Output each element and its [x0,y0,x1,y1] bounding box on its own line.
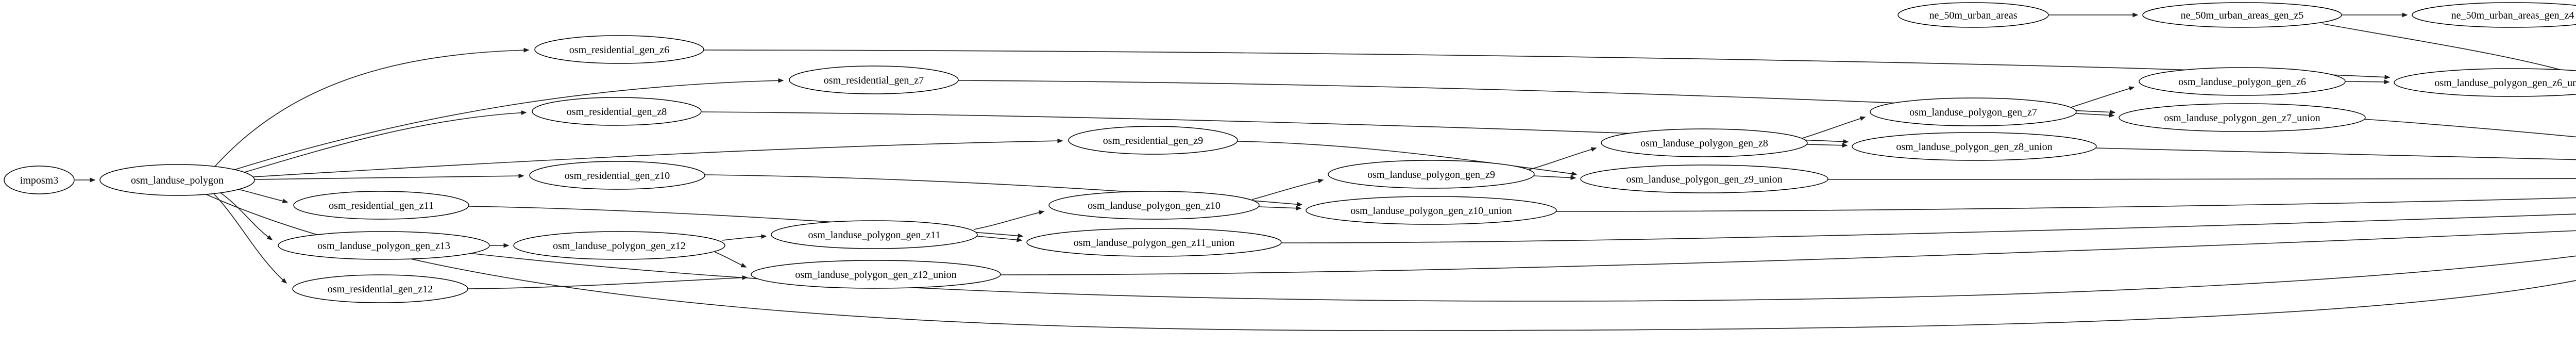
node-ne-50m-urban-areas-gen-z5: ne_50m_urban_areas_gen_z5 [2142,2,2342,28]
edge-landuse-g13 [220,192,273,240]
edge-res9-u9 [1237,141,1578,176]
edge-g7-g6 [2071,86,2135,108]
edge-u9-z9 [1826,178,2576,180]
edge-g8-u8 [1806,143,1848,148]
nodes-layer: imposm3 osm_landuse_polygon osm_resident… [4,2,2576,303]
node-label: osm_landuse_polygon_gen_z6_union [2434,77,2576,89]
node-ne-50m-urban-areas-gen-z4: ne_50m_urban_areas_gen_z4 [2412,2,2576,28]
node-osm-landuse-polygon-gen-z9: osm_landuse_polygon_gen_z9 [1328,160,1535,189]
node-osm-residential-gen-z8: osm_residential_gen_z8 [532,97,702,126]
edge-g9-u9 [1533,175,1577,180]
node-label: osm_landuse_polygon_gen_z13 [317,240,450,252]
node-osm-landuse-polygon-gen-z10: osm_landuse_polygon_gen_z10 [1048,191,1260,220]
edge-res12-u12 [467,275,748,289]
node-osm-landuse-polygon-gen-z11: osm_landuse_polygon_gen_z11 [771,220,978,249]
node-osm-landuse-polygon: osm_landuse_polygon [99,164,255,196]
node-osm-residential-gen-z6: osm_residential_gen_z6 [534,35,704,64]
node-label: osm_landuse_polygon [131,175,224,186]
node-label: osm_residential_gen_z10 [565,170,670,182]
edge-landuse-res12 [214,194,287,284]
node-label: ne_50m_urban_areas_gen_z4 [2451,10,2574,21]
node-label: osm_landuse_polygon_gen_z9_union [1626,174,1782,185]
node-label: osm_landuse_polygon_gen_z8 [1640,138,1768,149]
edge-u7-z7 [2363,119,2576,138]
edge-g12-g11 [722,234,767,241]
edge-g11-g10 [973,210,1045,230]
node-label: osm_landuse_polygon_gen_z11_union [1074,237,1235,249]
node-label: osm_landuse_polygon_gen_z7 [1909,107,2037,118]
node-osm-landuse-polygon-gen-z10-union: osm_landuse_polygon_gen_z10_union [1306,196,1557,225]
node-label: osm_residential_gen_z8 [567,106,667,118]
edge-ne5-z5 [2322,23,2576,75]
edge-g10-g9 [1251,178,1324,200]
edge-u8-z8 [2094,147,2576,160]
node-label: osm_residential_gen_z6 [569,44,669,56]
edge-landuse-res11 [235,188,289,204]
node-label: osm_landuse_polygon_gen_z10_union [1350,205,1512,217]
edge-g7-u7 [2076,112,2115,118]
node-osm-landuse-polygon-gen-z7: osm_landuse_polygon_gen_z7 [1870,97,2077,126]
node-label: ne_50m_urban_areas_gen_z5 [2181,10,2304,21]
node-osm-landuse-polygon-gen-z12: osm_landuse_polygon_gen_z12 [513,231,725,260]
edge-u11-z11 [1280,213,2576,243]
node-label: osm_landuse_polygon_gen_z12_union [795,269,956,281]
node-label: osm_landuse_polygon_gen_z9 [1367,169,1495,180]
edge-landuse-res10 [253,173,524,180]
node-label: osm_landuse_polygon_gen_z11 [808,229,940,241]
node-label: osm_landuse_polygon_gen_z12 [553,240,686,252]
edge-g12-u12 [715,252,747,268]
edge-g9-g8 [1529,147,1597,170]
node-label: osm_residential_gen_z9 [1103,135,1203,146]
node-osm-landuse-polygon-gen-z8: osm_landuse_polygon_gen_z8 [1601,128,1808,157]
node-osm-landuse-polygon-gen-z7-union: osm_landuse_polygon_gen_z7_union [2119,103,2366,132]
node-osm-residential-gen-z9: osm_residential_gen_z9 [1068,126,1238,155]
node-label: osm_landuse_polygon_gen_z6 [2178,76,2306,88]
node-osm-residential-gen-z11: osm_residential_gen_z11 [293,191,469,220]
edge-g11-u11 [977,236,1023,242]
node-osm-landuse-polygon-gen-z6-union: osm_landuse_polygon_gen_z6_union [2394,68,2576,97]
node-label: osm_residential_gen_z7 [824,75,924,86]
node-osm-residential-gen-z12: osm_residential_gen_z12 [292,274,468,303]
node-osm-landuse-polygon-gen-z8-union: osm_landuse_polygon_gen_z8_union [1852,132,2097,161]
node-osm-landuse-polygon-gen-z9-union: osm_landuse_polygon_gen_z9_union [1580,164,1828,193]
node-label: osm_landuse_polygon_gen_z7_union [2164,112,2320,124]
node-osm-landuse-polygon-gen-z6: osm_landuse_polygon_gen_z6 [2139,67,2346,96]
edge-u12-z12 [999,230,2576,275]
node-ne-50m-urban-areas: ne_50m_urban_areas [1897,2,2049,28]
node-osm-residential-gen-z7: osm_residential_gen_z7 [789,65,959,94]
node-label: osm_residential_gen_z12 [328,284,433,295]
node-osm-landuse-polygon-gen-z11-union: osm_landuse_polygon_gen_z11_union [1026,228,1282,257]
node-osm-landuse-polygon-gen-z12-union: osm_landuse_polygon_gen_z12_union [751,260,1001,289]
edge-landuse-res7 [232,78,784,171]
edge-landuse-res8 [241,110,527,174]
node-osm-landuse-polygon-gen-z13: osm_landuse_polygon_gen_z13 [278,231,490,260]
edge-g10-u10 [1259,206,1302,211]
node-label: osm_landuse_polygon_gen_z10 [1088,200,1221,211]
edge-u10-z10 [1554,197,2576,212]
node-osm-residential-gen-z10: osm_residential_gen_z10 [529,161,705,190]
edge-g8-g7 [1802,116,1866,139]
edge-landuse-res6 [214,47,530,168]
node-label: osm_landuse_polygon_gen_z8_union [1896,141,2052,153]
edge-res6-u6 [703,50,2391,80]
edge-landuse-res9 [253,138,1063,177]
edge-landuse-z14 [205,193,2576,331]
node-label: osm_residential_gen_z11 [329,200,434,211]
node-imposm3: imposm3 [4,166,75,194]
node-label: imposm3 [20,175,58,186]
node-label: ne_50m_urban_areas [1929,10,2017,21]
edge-g6-u6 [2345,79,2390,85]
